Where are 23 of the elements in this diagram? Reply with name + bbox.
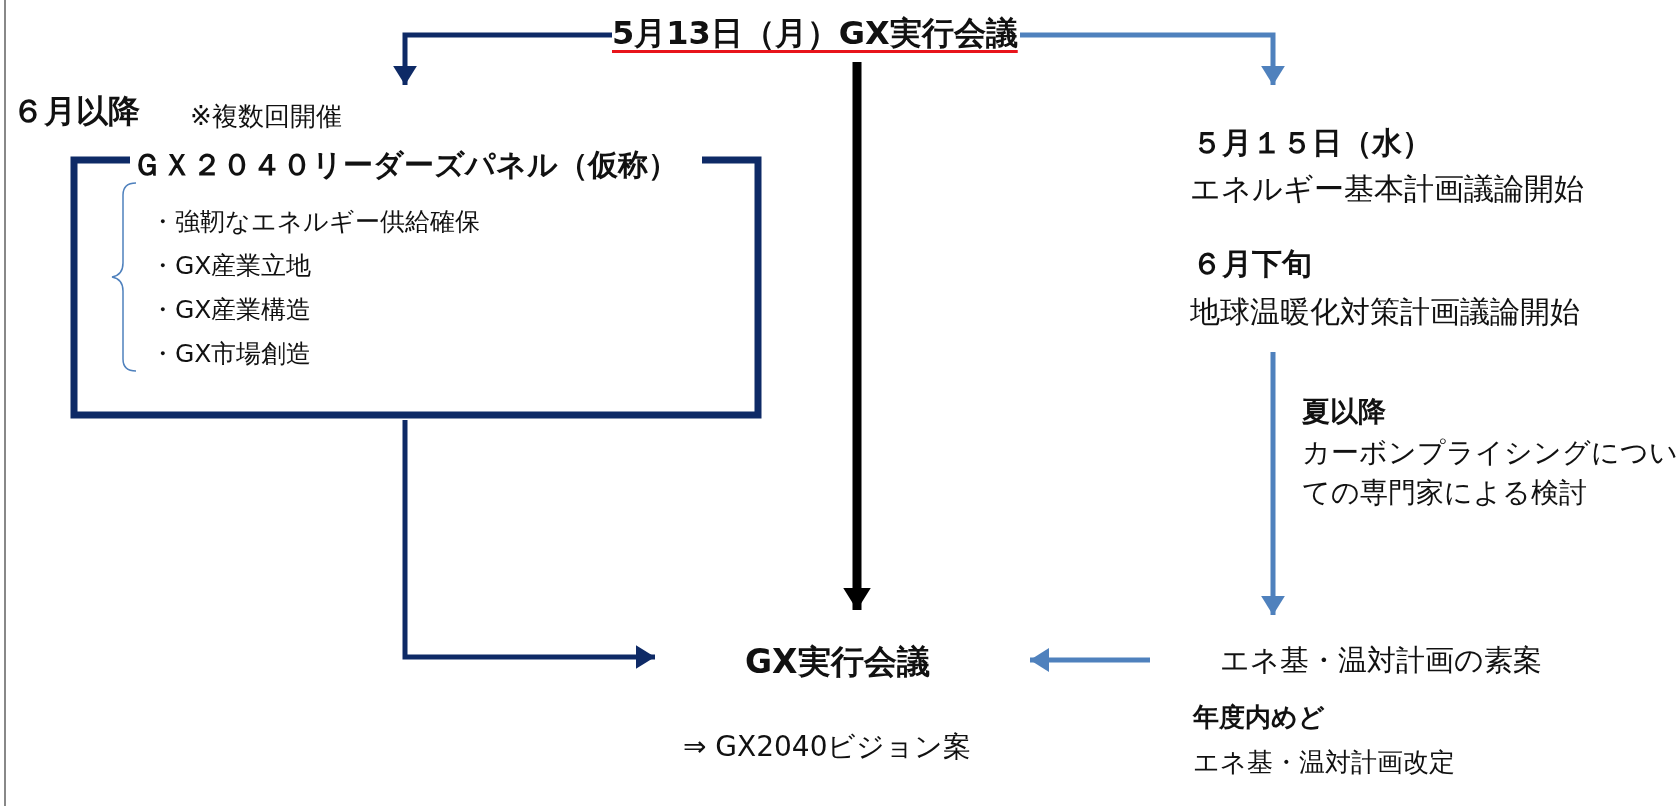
arrow — [402, 420, 655, 669]
schedule-text: エネルギー基本計画議論開始 — [1190, 170, 1584, 208]
bullet-item: ・GX市場創造 — [150, 338, 312, 370]
arrow — [1030, 648, 1150, 672]
date-heading: 年度内めど — [1193, 701, 1325, 734]
bullet-item: ・強靭なエネルギー供給確保 — [150, 206, 480, 238]
meeting-title: 5月13日（月）GX実行会議 — [612, 13, 1018, 54]
arrow — [1261, 352, 1285, 615]
arrow — [843, 62, 871, 610]
schedule-text: エネ基・温対計画改定 — [1193, 746, 1455, 779]
outcome-text: ⇒ GX2040ビジョン案 — [683, 729, 972, 765]
panel-title: ＧＸ２０４０リーダーズパネル（仮称） — [132, 146, 678, 184]
date-heading: ６月以降 — [12, 91, 140, 132]
arrow — [393, 32, 612, 85]
date-heading: ６月下旬 — [1192, 245, 1312, 283]
date-heading: ５月１５日（水） — [1192, 124, 1432, 162]
arrow — [1020, 32, 1285, 85]
note-text: ※複数回開催 — [190, 100, 342, 133]
draft-text: エネ基・温対計画の素案 — [1220, 642, 1542, 679]
bullet-item: ・GX産業構造 — [150, 294, 312, 326]
bullet-item: ・GX産業立地 — [150, 250, 312, 282]
meeting-title: GX実行会議 — [745, 641, 930, 683]
schedule-text: 地球温暖化対策計画議論開始 — [1190, 293, 1580, 331]
